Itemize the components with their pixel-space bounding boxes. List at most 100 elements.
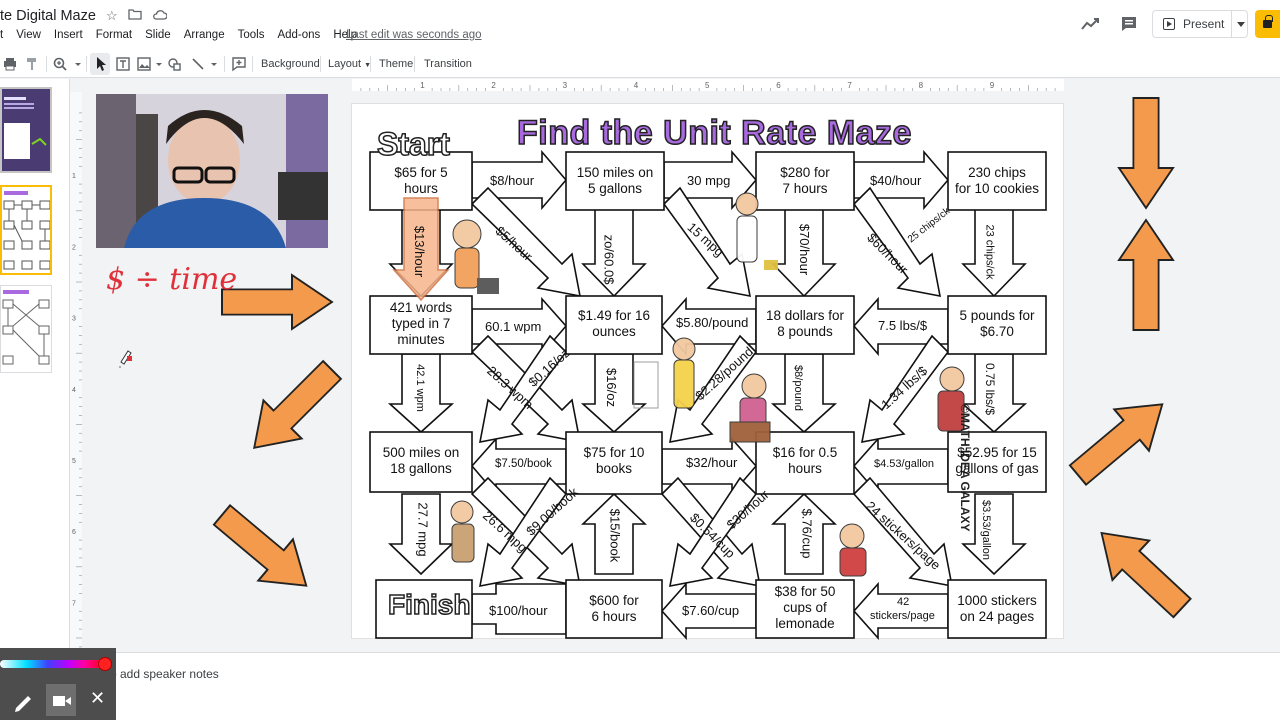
menu-arrange[interactable]: Arrange bbox=[183, 29, 225, 41]
present-divider bbox=[1231, 11, 1232, 37]
arrow-label: 27.7 mpg bbox=[415, 502, 431, 557]
folder-icon[interactable] bbox=[128, 8, 142, 23]
ruler-label: 1 bbox=[420, 81, 425, 90]
chevron-down-icon[interactable] bbox=[206, 56, 222, 72]
slide-thumbnail-image bbox=[1, 286, 51, 372]
arrow-label: $8/pound bbox=[791, 365, 804, 411]
ruler-label: 8 bbox=[919, 81, 924, 90]
cartoon-figures bbox=[450, 192, 965, 577]
menu-addons[interactable]: Add-ons bbox=[277, 29, 321, 41]
arrow-label: $16/oz bbox=[604, 367, 620, 408]
ruler-label: 1 bbox=[72, 173, 76, 180]
toolbar-divider bbox=[320, 56, 321, 72]
select-tool-button[interactable] bbox=[90, 53, 110, 75]
document-title[interactable]: te Digital Maze bbox=[0, 8, 96, 24]
up-arrow-shape[interactable] bbox=[1118, 219, 1174, 331]
last-edit-link[interactable]: Last edit was seconds ago bbox=[346, 29, 482, 41]
close-icon[interactable]: ✕ bbox=[90, 688, 106, 708]
activity-trend-icon[interactable] bbox=[1080, 14, 1100, 34]
toolbar-divider bbox=[46, 56, 47, 72]
color-slider[interactable] bbox=[0, 660, 106, 668]
transition-button[interactable]: Transition bbox=[424, 58, 472, 70]
arrow-label: 30 mpg bbox=[687, 173, 731, 188]
cloud-icon[interactable] bbox=[152, 8, 168, 23]
pen-cursor-icon bbox=[119, 350, 132, 368]
arrow-label: $100/hour bbox=[489, 603, 548, 618]
menu-file[interactable]: t bbox=[0, 29, 4, 41]
toolbar-divider bbox=[86, 56, 87, 72]
video-camera-icon bbox=[53, 696, 71, 706]
speaker-notes-area[interactable]: o add speaker notes bbox=[0, 652, 1280, 720]
line-icon[interactable] bbox=[190, 56, 206, 72]
ruler-label: 4 bbox=[634, 81, 639, 90]
maze-title: Find the Unit Rate Maze bbox=[516, 113, 912, 153]
comment-icon[interactable] bbox=[1119, 14, 1139, 34]
arrow-label: $7.50/book bbox=[495, 458, 552, 470]
finish-label: Finish bbox=[387, 588, 471, 621]
print-icon[interactable] bbox=[2, 56, 18, 72]
chevron-down-icon[interactable] bbox=[151, 56, 167, 72]
cursor-icon bbox=[97, 57, 106, 71]
webcam-overlay[interactable] bbox=[96, 94, 328, 248]
slide-thumbnail-2[interactable] bbox=[0, 185, 52, 275]
arrow-label: 7.5 lbs/$ bbox=[878, 318, 928, 333]
share-button[interactable] bbox=[1255, 10, 1280, 38]
theme-button[interactable]: Theme bbox=[379, 58, 414, 70]
menu-tools[interactable]: Tools bbox=[237, 29, 265, 41]
present-button[interactable]: Present bbox=[1152, 10, 1248, 38]
layout-label: Layout bbox=[328, 58, 362, 70]
slide-thumbnail-3[interactable] bbox=[0, 285, 52, 373]
present-icon bbox=[1163, 18, 1175, 30]
arrow-label: $8/hour bbox=[490, 173, 535, 188]
up-left-arrow-shape[interactable] bbox=[1082, 512, 1202, 629]
slide-thumbnail-image bbox=[2, 187, 50, 273]
right-arrow-shape[interactable] bbox=[221, 274, 333, 330]
text-box-icon[interactable] bbox=[115, 56, 131, 72]
layout-button[interactable]: Layout ▼ bbox=[328, 54, 371, 74]
paint-format-icon[interactable] bbox=[24, 56, 40, 72]
ruler-label: 7 bbox=[847, 81, 852, 90]
arrow-label: 42.1 wpm bbox=[413, 364, 426, 412]
shape-icon[interactable] bbox=[167, 56, 183, 72]
arrow-label: zo/60.0$ bbox=[601, 234, 617, 285]
image-icon[interactable] bbox=[136, 56, 152, 72]
camera-tool-button[interactable] bbox=[46, 684, 76, 716]
down-left-arrow-shape[interactable] bbox=[234, 349, 353, 468]
ruler-label: 9 bbox=[990, 81, 995, 90]
pen-tool-button[interactable] bbox=[8, 684, 38, 716]
background-button[interactable]: Background bbox=[261, 58, 320, 70]
menu-format[interactable]: Format bbox=[95, 29, 133, 41]
present-label: Present bbox=[1183, 17, 1225, 31]
zoom-icon[interactable] bbox=[52, 56, 68, 72]
up-right-arrow-shape[interactable] bbox=[1059, 382, 1181, 497]
color-slider-handle[interactable] bbox=[98, 657, 112, 671]
arrow-label: 42 bbox=[897, 596, 910, 608]
add-comment-icon[interactable] bbox=[231, 56, 247, 72]
star-icon[interactable]: ☆ bbox=[106, 8, 118, 23]
chevron-down-icon[interactable] bbox=[70, 56, 86, 72]
maze-box-8: 5 pounds for$6.70 bbox=[959, 308, 1035, 339]
down-arrow-shape[interactable] bbox=[1118, 97, 1174, 209]
toolbar-divider bbox=[414, 56, 415, 72]
title-bar: te Digital Maze ☆ t View Insert Format S… bbox=[0, 0, 1280, 50]
arrow-label: $4.53/gallon bbox=[874, 458, 934, 470]
menu-slide[interactable]: Slide bbox=[145, 29, 171, 41]
menu-help[interactable]: Help bbox=[333, 29, 357, 41]
arrow-label: $70/hour bbox=[797, 223, 813, 276]
menu-insert[interactable]: Insert bbox=[53, 29, 83, 41]
down-right-arrow-shape[interactable] bbox=[203, 493, 325, 608]
slide-maze[interactable]: Find the Unit Rate Maze Start Finish ©MA… bbox=[351, 103, 1064, 640]
menu-view[interactable]: View bbox=[16, 29, 41, 41]
present-dropdown-icon[interactable] bbox=[1237, 22, 1245, 27]
maze-drawing bbox=[369, 149, 1047, 640]
arrow-label: $32/hour bbox=[686, 455, 738, 470]
slide-thumbnail-1[interactable] bbox=[0, 87, 52, 173]
ruler-label: 5 bbox=[72, 458, 76, 465]
